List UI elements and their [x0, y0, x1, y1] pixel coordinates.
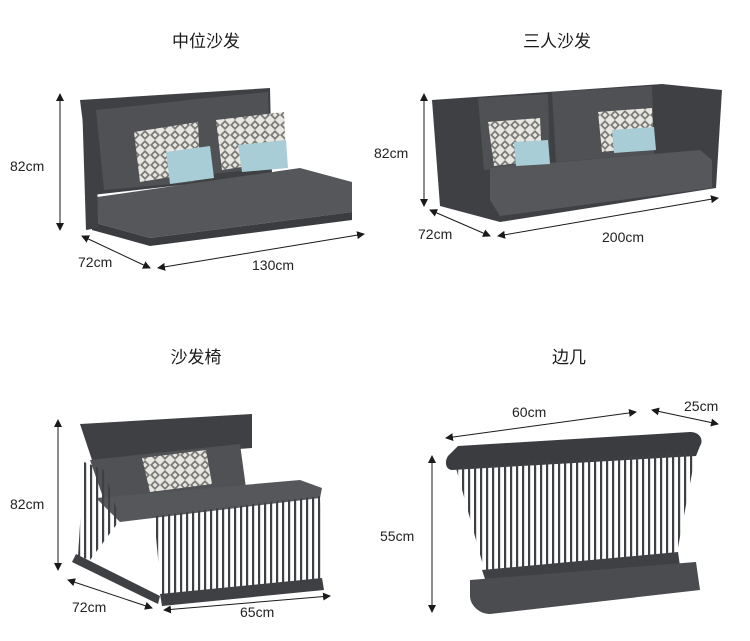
three-seat-height: 82cm	[374, 145, 409, 161]
middle-sofa-illustration	[80, 88, 352, 246]
sofa-chair-illustration	[72, 414, 324, 606]
side-table-length-arrow	[445, 408, 637, 442]
title-middle-sofa: 中位沙发	[172, 32, 240, 52]
three-seat-depth-arrow	[429, 209, 491, 237]
side-table-illustration	[445, 432, 702, 614]
middle-sofa-height: 82cm	[10, 158, 45, 174]
side-table-height: 55cm	[380, 528, 415, 544]
three-seat-sofa-illustration	[432, 84, 722, 222]
title-side-table: 边几	[552, 348, 586, 368]
middle-sofa-depth-arrow	[81, 235, 151, 269]
title-three-seat-sofa: 三人沙发	[523, 32, 591, 52]
sofa-chair-width-arrow	[163, 592, 331, 614]
sofa-chair-height: 82cm	[10, 496, 45, 512]
sofa-chair-depth-arrow	[67, 578, 153, 610]
three-seat-width-arrow	[497, 195, 719, 239]
title-sofa-chair: 沙发椅	[170, 348, 222, 368]
middle-sofa-width-arrow	[157, 231, 365, 271]
side-table-depth-arrow	[651, 407, 719, 427]
